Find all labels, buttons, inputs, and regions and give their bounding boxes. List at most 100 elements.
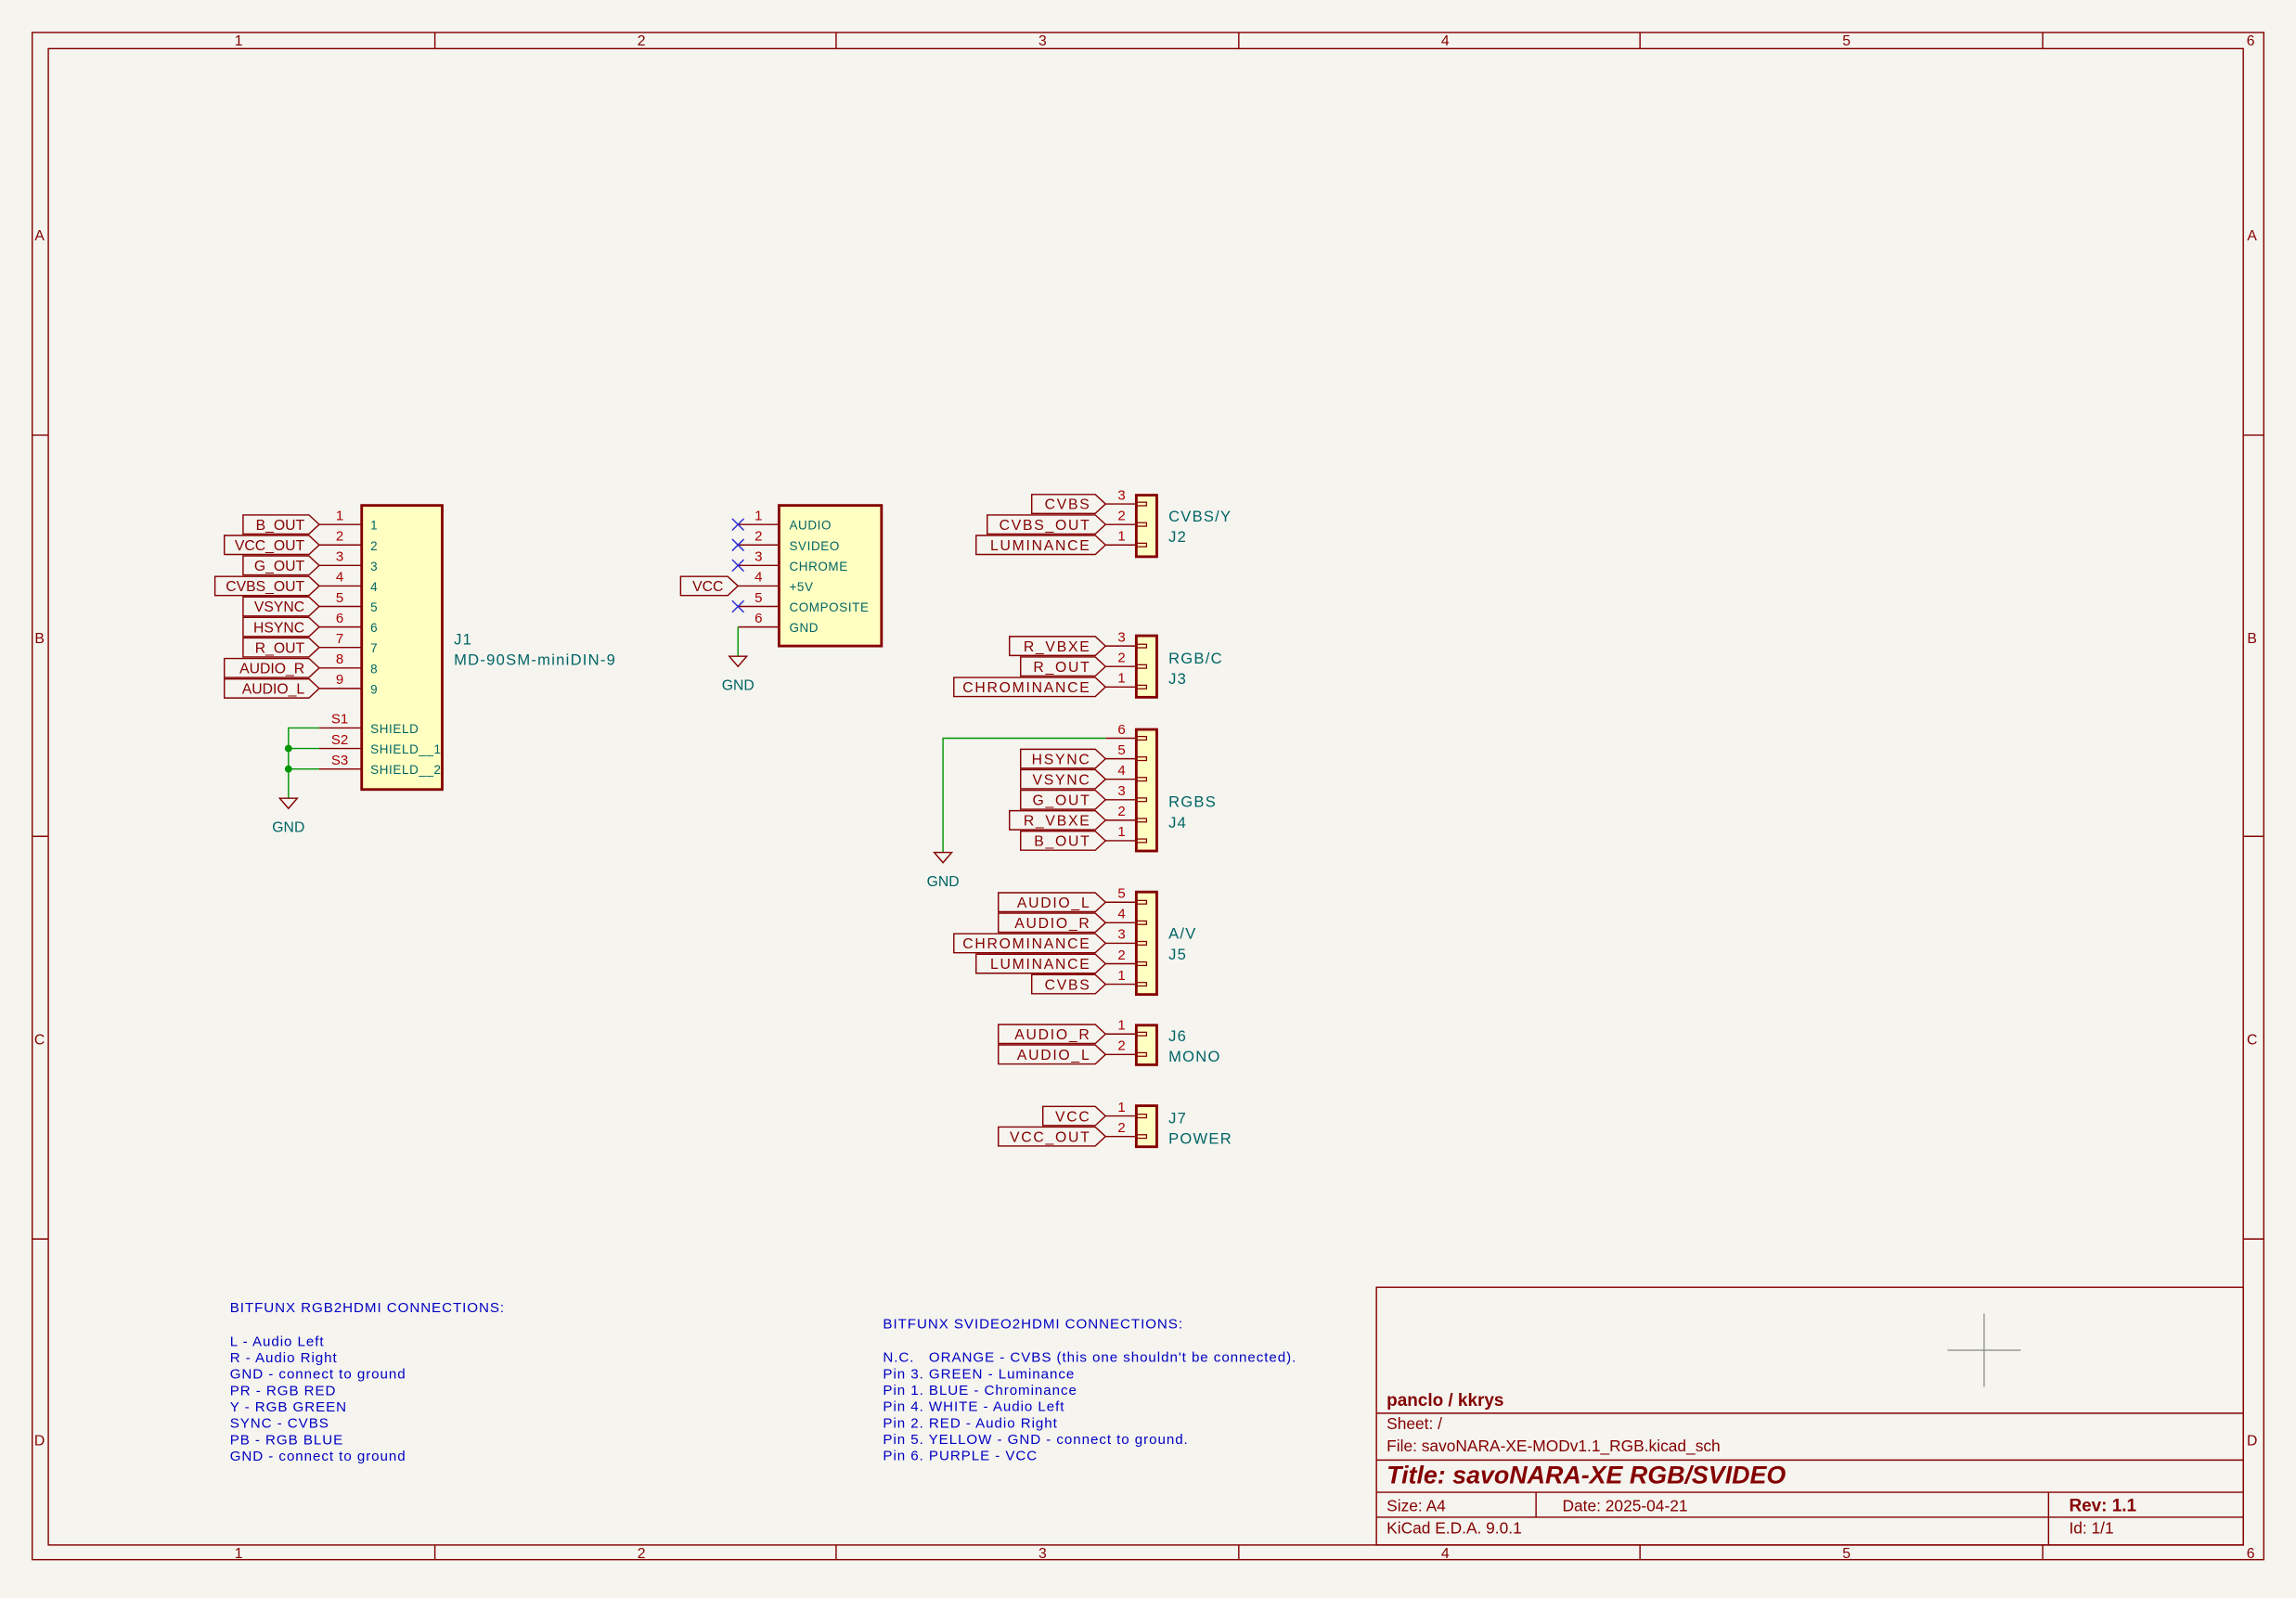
pin-number: 3 xyxy=(1117,487,1125,503)
paper-size: Size: A4 xyxy=(1387,1497,1446,1515)
net-label[interactable]: VSYNC xyxy=(242,596,321,617)
j1-shield-wires xyxy=(284,727,319,799)
net-label[interactable]: AUDIO_L xyxy=(998,1044,1107,1065)
note-svideo2hdmi: BITFUNX SVIDEO2HDMI CONNECTIONS:N.C. ORA… xyxy=(883,1316,1296,1463)
net-label[interactable]: AUDIO_R xyxy=(224,657,321,678)
pin-number: 4 xyxy=(1117,907,1125,922)
net-label-shape xyxy=(1020,748,1107,769)
net-label[interactable]: CVBS xyxy=(1031,973,1107,995)
net-label-text: VCC_OUT xyxy=(235,538,305,554)
net-label-text: CVBS xyxy=(1045,977,1091,993)
gnd-label: GND xyxy=(722,677,755,693)
net-label-shape xyxy=(242,637,321,658)
net-label[interactable]: CVBS_OUT xyxy=(987,514,1107,535)
gnd-icon xyxy=(933,851,954,864)
net-label[interactable]: VSYNC xyxy=(1020,768,1107,790)
net-label[interactable]: R_OUT xyxy=(1020,656,1107,677)
component-j1[interactable]: 11B_OUT22VCC_OUT33G_OUT44CVBS_OUT55VSYNC… xyxy=(213,504,616,792)
net-label-text: CHROMINANCE xyxy=(962,936,1090,952)
pin-name: SHIELD xyxy=(370,722,419,736)
sheet-id: Id: 1/1 xyxy=(2069,1518,2113,1537)
net-label-shape xyxy=(953,933,1107,954)
net-label[interactable]: R_VBXE xyxy=(1009,636,1107,657)
net-label[interactable]: VCC_OUT xyxy=(224,535,321,556)
net-label[interactable]: AUDIO_L xyxy=(998,892,1107,913)
net-label[interactable]: VCC_OUT xyxy=(998,1126,1107,1147)
pin-number: 1 xyxy=(1117,1018,1125,1034)
net-label-text: VSYNC xyxy=(1032,772,1090,788)
nc-stroke xyxy=(731,559,745,573)
net-label-shape xyxy=(242,555,321,576)
net-label[interactable]: HSYNC xyxy=(1020,748,1107,769)
note-line: Pin 6. PURPLE - VCC xyxy=(883,1449,1038,1464)
note-line: Pin 3. GREEN - Luminance xyxy=(883,1366,1075,1382)
component-j5[interactable]: 5AUDIO_L4AUDIO_R3CHROMINANCE2LUMINANCE1C… xyxy=(953,886,1197,997)
column-label-bottom: 4 xyxy=(1441,1546,1450,1562)
note-rgb2hdmi: BITFUNX RGB2HDMI CONNECTIONS:L - Audio L… xyxy=(230,1300,504,1464)
net-label[interactable]: CHROMINANCE xyxy=(953,677,1107,698)
net-label[interactable]: LUMINANCE xyxy=(975,953,1107,974)
net-label[interactable]: AUDIO_R xyxy=(998,1024,1107,1045)
pin-number: 1 xyxy=(1117,529,1125,545)
pin-number: 5 xyxy=(1117,886,1125,902)
pin-contact xyxy=(1135,1134,1148,1140)
net-label-text: HSYNC xyxy=(1032,752,1091,767)
net-label-shape xyxy=(224,657,321,678)
pin-name: CHROME xyxy=(789,560,847,573)
pin-name: 1 xyxy=(370,519,378,533)
nc-stroke xyxy=(731,518,745,531)
row-label-right: B xyxy=(2247,631,2257,647)
pin-number: 2 xyxy=(1117,804,1125,819)
gnd-power-symbol[interactable]: GND xyxy=(927,851,960,890)
gnd-power-symbol[interactable]: GND xyxy=(272,797,304,836)
component-svideo-connector[interactable]: 1AUDIO2SVIDEO3CHROME4+5VVCC5COMPOSITE6GN… xyxy=(679,504,884,648)
net-label[interactable]: CVBS_OUT xyxy=(213,575,321,597)
component-ref: J5 xyxy=(1168,946,1187,963)
net-label[interactable]: VCC xyxy=(1042,1105,1107,1127)
pin-number: 1 xyxy=(1117,1100,1125,1115)
net-label-text: LUMINANCE xyxy=(990,538,1090,554)
net-label[interactable]: CVBS xyxy=(1031,494,1107,515)
row-label-left: D xyxy=(34,1434,45,1450)
net-label[interactable]: G_OUT xyxy=(242,555,321,576)
pin-number: 4 xyxy=(336,570,343,586)
net-label[interactable]: HSYNC xyxy=(242,616,321,638)
net-label[interactable]: CHROMINANCE xyxy=(953,933,1107,954)
net-label[interactable]: R_VBXE xyxy=(1009,809,1107,831)
net-label-text: VCC xyxy=(1055,1109,1091,1125)
net-label[interactable]: R_OUT xyxy=(242,637,321,658)
pin-contact xyxy=(1135,777,1148,782)
pin-number: 3 xyxy=(1117,783,1125,799)
pin-name: +5V xyxy=(789,580,813,594)
net-label[interactable]: AUDIO_R xyxy=(998,912,1107,934)
net-label-text: LUMINANCE xyxy=(990,957,1090,973)
net-label-text: VCC_OUT xyxy=(1010,1129,1090,1145)
net-label[interactable]: G_OUT xyxy=(1020,789,1107,810)
pin-contact xyxy=(1135,756,1148,762)
note-line: GND - connect to ground xyxy=(230,1367,406,1383)
pin-number: 1 xyxy=(1117,824,1125,840)
net-label[interactable]: B_OUT xyxy=(242,514,321,535)
net-label[interactable]: LUMINANCE xyxy=(975,535,1107,556)
net-label-shape xyxy=(998,892,1107,913)
note-line: PB - RGB BLUE xyxy=(230,1432,343,1448)
row-label-left: C xyxy=(34,1032,45,1048)
note-line: Y - RGB GREEN xyxy=(230,1399,347,1415)
gnd-power-symbol[interactable]: GND xyxy=(722,655,755,693)
pin-name: SHIELD__2 xyxy=(370,763,441,777)
net-label[interactable]: AUDIO_L xyxy=(224,677,321,699)
pin-name: 8 xyxy=(370,662,378,676)
net-label-shape xyxy=(1009,809,1107,831)
net-label[interactable]: B_OUT xyxy=(1020,831,1107,851)
pin-contact xyxy=(1135,1031,1148,1037)
net-label-shape xyxy=(242,616,321,638)
net-label[interactable]: VCC xyxy=(679,575,740,597)
gnd-icon xyxy=(277,797,299,810)
